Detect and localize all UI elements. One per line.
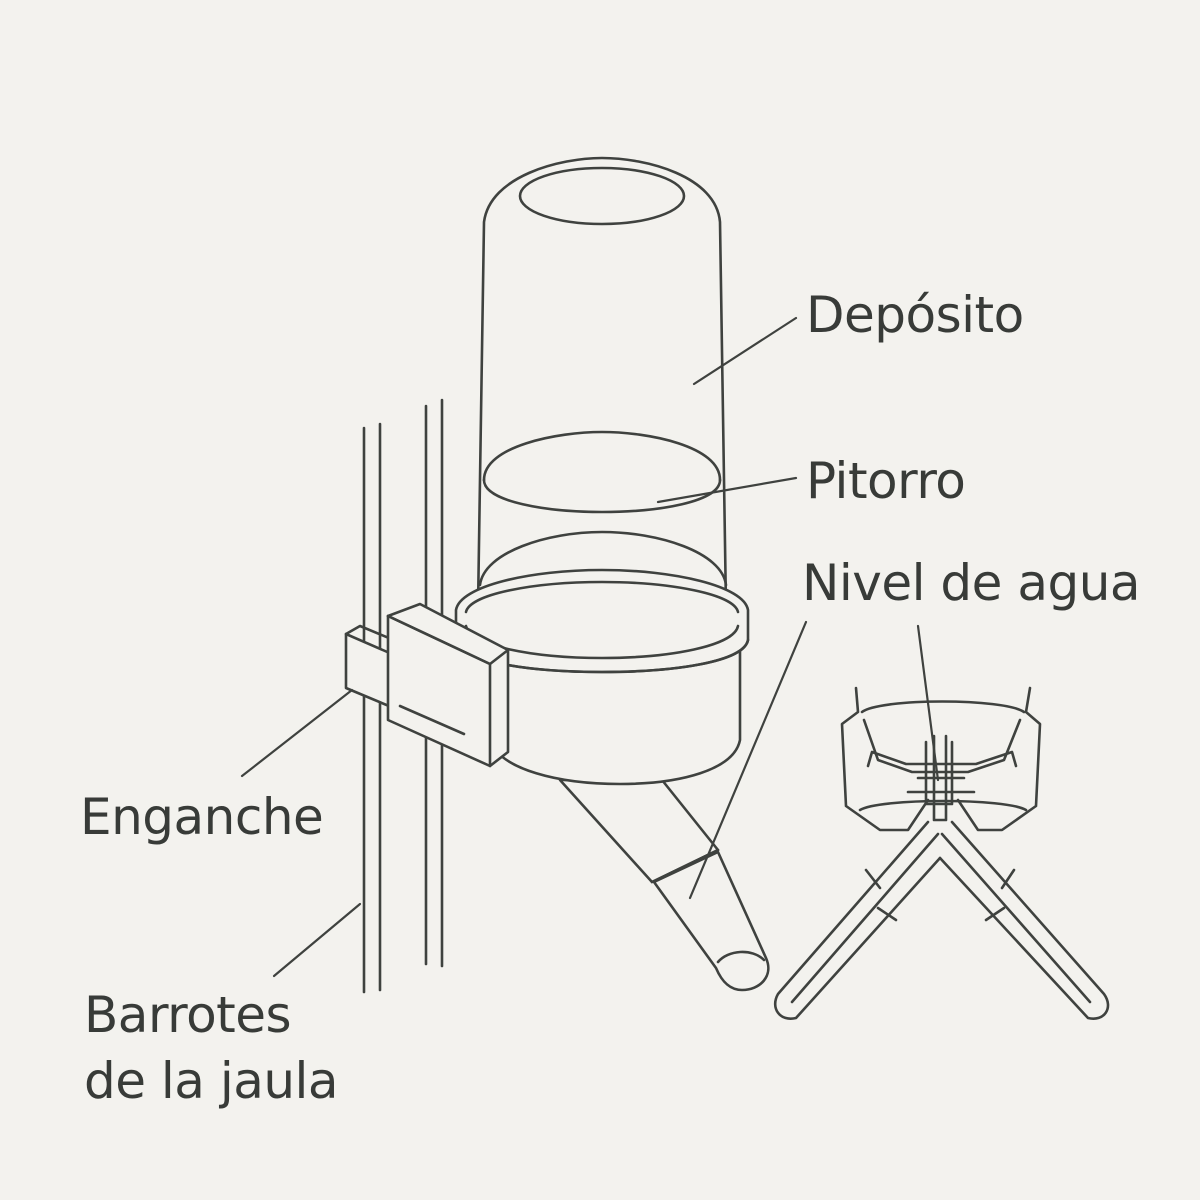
leader-nivel-agua bbox=[688, 620, 808, 900]
reservoir bbox=[476, 156, 728, 610]
bottle-base bbox=[454, 568, 750, 786]
label-barrotes-jaula: Barrotes de la jaula bbox=[84, 982, 339, 1114]
cross-section bbox=[773, 686, 1110, 1020]
leader-pitorro bbox=[656, 476, 798, 504]
label-enganche: Enganche bbox=[80, 788, 324, 846]
label-deposito: Depósito bbox=[806, 286, 1024, 344]
label-nivel-agua: Nivel de agua bbox=[802, 554, 1141, 612]
leader-deposito bbox=[692, 316, 798, 386]
label-pitorro: Pitorro bbox=[806, 452, 966, 510]
label-barrotes-line2: de la jaula bbox=[84, 1052, 339, 1110]
leader-nivel-agua-detail bbox=[916, 624, 940, 782]
leader-enganche bbox=[240, 688, 354, 778]
label-barrotes-line1: Barrotes bbox=[84, 986, 292, 1044]
leader-lines bbox=[240, 316, 940, 978]
hook-clip bbox=[344, 602, 510, 768]
leader-barrotes bbox=[272, 902, 362, 978]
